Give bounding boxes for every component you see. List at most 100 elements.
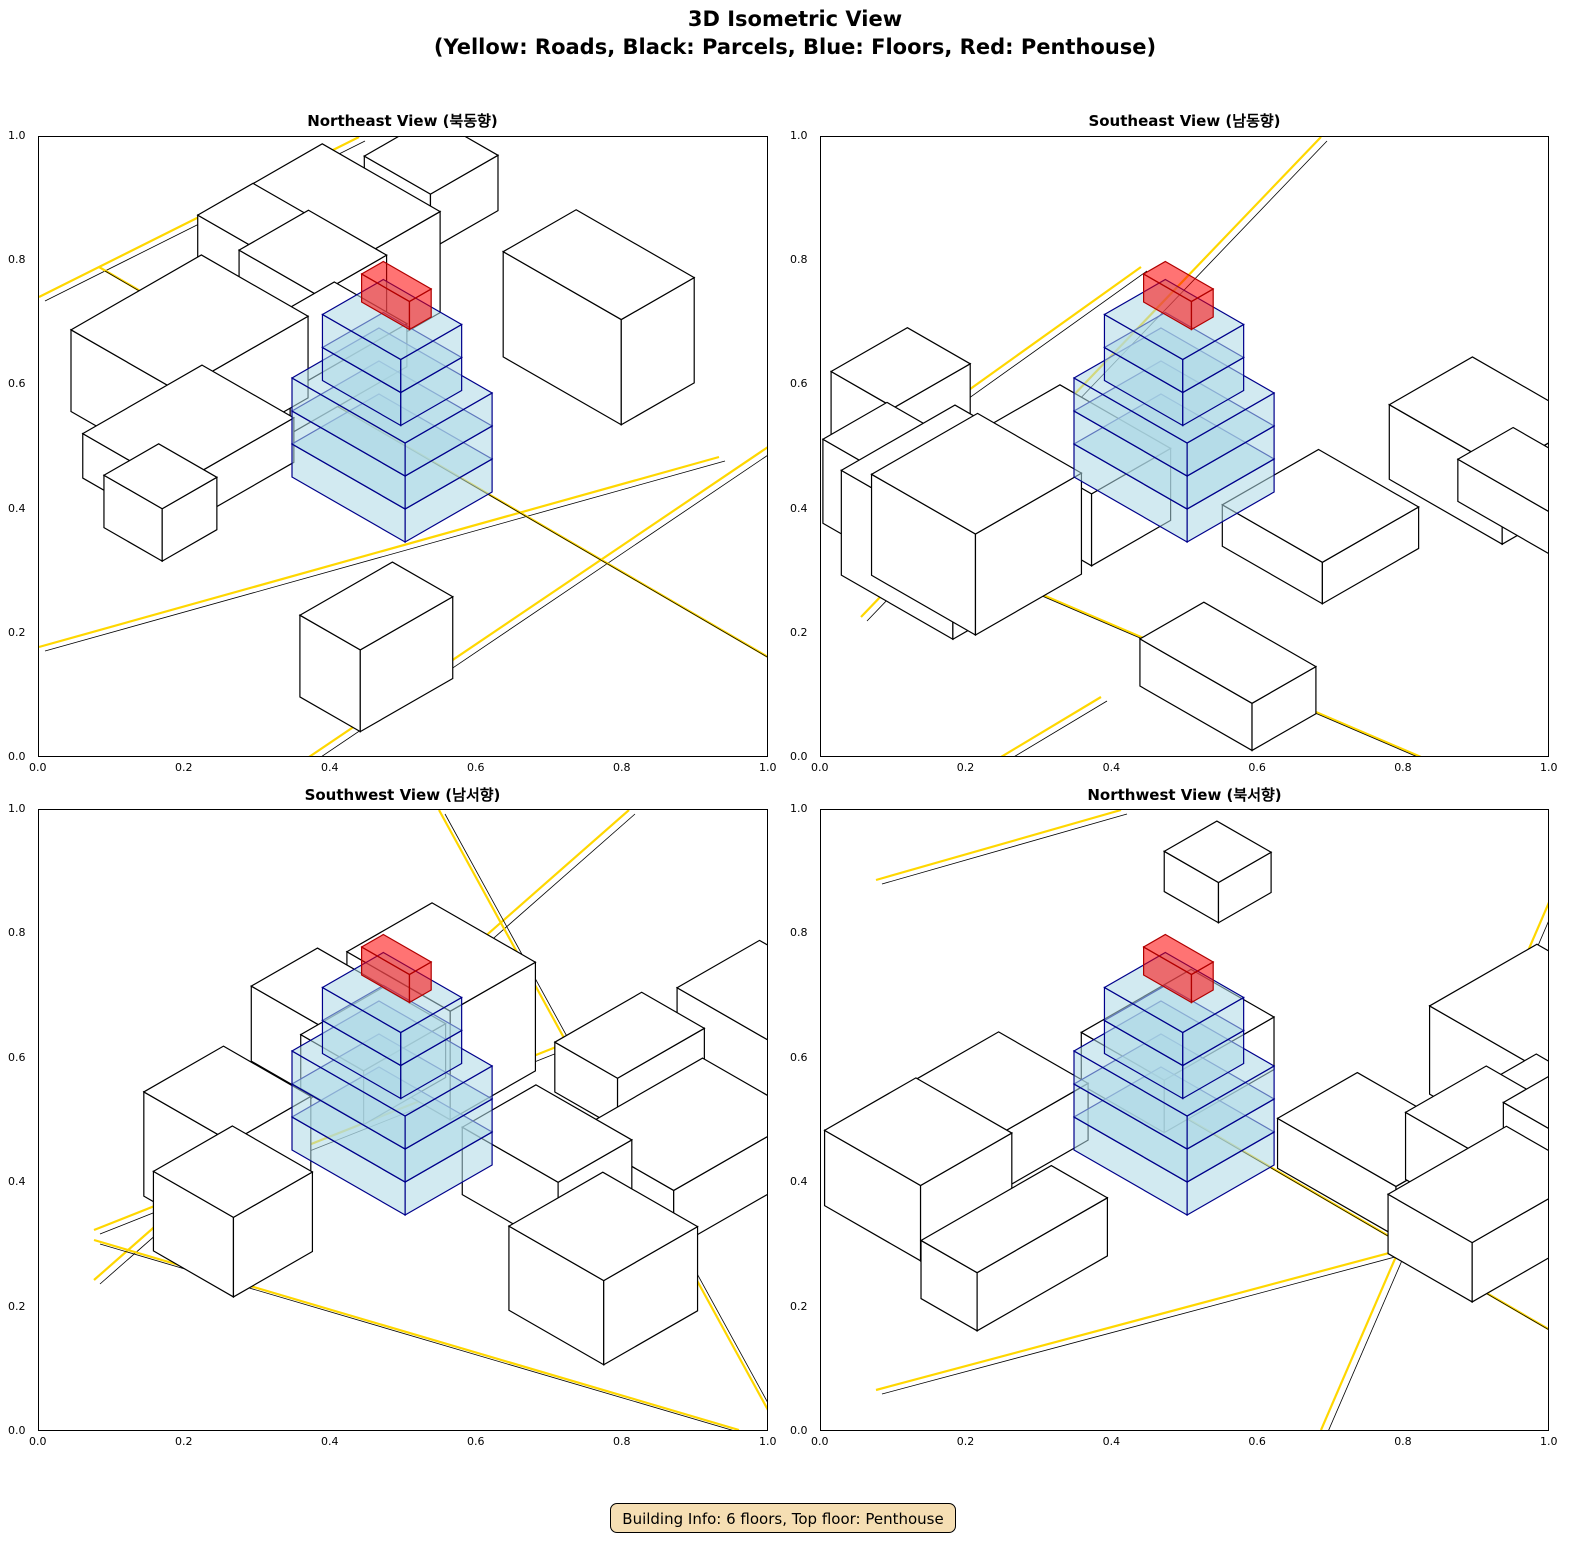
x-tick-label: 0.0 bbox=[29, 1435, 47, 1448]
x-tick-label: 0.8 bbox=[613, 761, 631, 774]
neighbor-building bbox=[870, 412, 1083, 535]
axes-southeast bbox=[820, 136, 1549, 757]
neighbor-building bbox=[507, 1171, 699, 1282]
panel-title-southeast: Southeast View (남동향) bbox=[1088, 112, 1281, 130]
neighbor-building bbox=[1502, 1076, 1548, 1129]
x-tick-label: 0.6 bbox=[1248, 1435, 1266, 1448]
neighbor-building bbox=[363, 137, 500, 195]
plot-area bbox=[823, 810, 1548, 1430]
road-line bbox=[875, 810, 1122, 882]
y-tick-label: 0.0 bbox=[790, 750, 808, 763]
panel-title-northwest: Northwest View (북서향) bbox=[1087, 786, 1282, 804]
y-tick-label: 0.8 bbox=[8, 253, 26, 267]
y-tick-label: 0.4 bbox=[8, 1175, 26, 1189]
parcel-line bbox=[881, 813, 1128, 885]
y-tick-label: 1.0 bbox=[790, 802, 808, 815]
axes-northwest bbox=[820, 809, 1549, 1431]
x-tick-label: 0.0 bbox=[29, 761, 47, 774]
panel-title-southwest: Southwest View (남서향) bbox=[304, 786, 501, 804]
penthouse-volume bbox=[360, 260, 433, 303]
y-tick-label: 0.0 bbox=[790, 1424, 808, 1437]
penthouse-volume bbox=[1142, 933, 1215, 976]
y-tick-label: 1.0 bbox=[8, 129, 26, 142]
axes-southwest bbox=[38, 809, 768, 1431]
neighbor-building bbox=[1138, 601, 1318, 705]
x-tick-label: 0.2 bbox=[175, 761, 193, 774]
penthouse bbox=[1142, 260, 1215, 331]
x-tick-label: 0.0 bbox=[811, 1435, 829, 1448]
x-tick-label: 1.0 bbox=[759, 1435, 777, 1448]
x-tick-label: 0.2 bbox=[956, 761, 975, 774]
neighbor-building bbox=[152, 1125, 314, 1219]
plot-area bbox=[821, 137, 1548, 756]
x-tick-label: 0.0 bbox=[811, 761, 829, 774]
plot-area bbox=[39, 137, 767, 756]
main-building bbox=[1072, 260, 1276, 544]
main-building bbox=[290, 260, 494, 544]
figure-title: 3D Isometric View bbox=[687, 7, 903, 31]
road-line bbox=[1000, 696, 1102, 756]
x-tick-label: 0.8 bbox=[1394, 761, 1412, 774]
figure-subtitle: (Yellow: Roads, Black: Parcels, Blue: Fl… bbox=[433, 35, 1157, 59]
panel-title-northeast: Northeast View (북동향) bbox=[307, 112, 498, 130]
parcel-line bbox=[44, 460, 726, 652]
y-tick-label: 0.2 bbox=[8, 1299, 26, 1313]
penthouse bbox=[360, 933, 433, 1004]
x-tick-label: 0.6 bbox=[467, 1435, 485, 1448]
neighbor-building bbox=[501, 209, 696, 321]
y-tick-label: 0.8 bbox=[790, 926, 808, 940]
neighbor-building bbox=[1457, 458, 1548, 554]
x-tick-label: 0.8 bbox=[613, 1435, 631, 1448]
y-tick-label: 0.0 bbox=[8, 750, 26, 763]
neighbor-building bbox=[1163, 820, 1273, 884]
x-tick-label: 0.4 bbox=[1102, 761, 1121, 774]
scene bbox=[39, 137, 767, 756]
penthouse-volume bbox=[1142, 260, 1215, 303]
neighbor-building bbox=[1456, 426, 1548, 512]
y-tick-label: 0.6 bbox=[8, 377, 26, 391]
penthouse-volume bbox=[360, 933, 433, 976]
x-tick-label: 0.6 bbox=[467, 761, 485, 774]
neighbor-building bbox=[102, 443, 219, 510]
y-tick-label: 1.0 bbox=[8, 802, 26, 815]
penthouse bbox=[1142, 933, 1215, 1004]
neighbor-building bbox=[919, 1164, 1109, 1274]
x-tick-label: 0.2 bbox=[175, 1435, 193, 1448]
x-tick-label: 0.6 bbox=[1248, 761, 1266, 774]
y-tick-label: 0.6 bbox=[790, 1050, 808, 1064]
y-tick-label: 0.4 bbox=[790, 1175, 808, 1189]
y-tick-label: 0.6 bbox=[8, 1050, 26, 1064]
y-tick-label: 0.6 bbox=[790, 377, 808, 391]
y-tick-label: 0.4 bbox=[790, 501, 808, 515]
neighbor-building bbox=[553, 991, 706, 1079]
scene bbox=[93, 810, 767, 1430]
neighbor-building bbox=[823, 1077, 1014, 1187]
x-tick-label: 1.0 bbox=[1540, 761, 1558, 774]
x-tick-label: 0.2 bbox=[956, 1435, 975, 1448]
main-building bbox=[1072, 933, 1276, 1217]
axes-northeast bbox=[38, 136, 768, 757]
penthouse bbox=[360, 260, 433, 331]
y-tick-label: 1.0 bbox=[790, 129, 808, 142]
x-tick-label: 0.4 bbox=[1102, 1435, 1121, 1448]
y-tick-label: 0.2 bbox=[790, 625, 808, 639]
scene bbox=[823, 810, 1548, 1430]
y-tick-label: 0.0 bbox=[8, 1424, 26, 1437]
x-tick-label: 0.4 bbox=[321, 1435, 339, 1448]
neighbor-building bbox=[298, 561, 454, 651]
x-tick-label: 1.0 bbox=[1540, 1435, 1558, 1448]
building-info-box: Building Info: 6 floors, Top floor: Pent… bbox=[610, 1503, 956, 1533]
x-tick-label: 1.0 bbox=[759, 761, 777, 774]
main-building bbox=[290, 933, 494, 1217]
y-tick-label: 0.4 bbox=[8, 501, 26, 515]
road-line bbox=[39, 455, 720, 649]
neighbor-building bbox=[1386, 1125, 1548, 1244]
plot-area bbox=[93, 810, 767, 1430]
x-tick-label: 0.8 bbox=[1394, 1435, 1412, 1448]
y-tick-label: 0.2 bbox=[8, 625, 26, 639]
neighbor-building bbox=[1428, 943, 1548, 1075]
y-tick-label: 0.8 bbox=[790, 253, 808, 267]
x-tick-label: 0.4 bbox=[321, 761, 339, 774]
parcel-line bbox=[1014, 700, 1108, 756]
